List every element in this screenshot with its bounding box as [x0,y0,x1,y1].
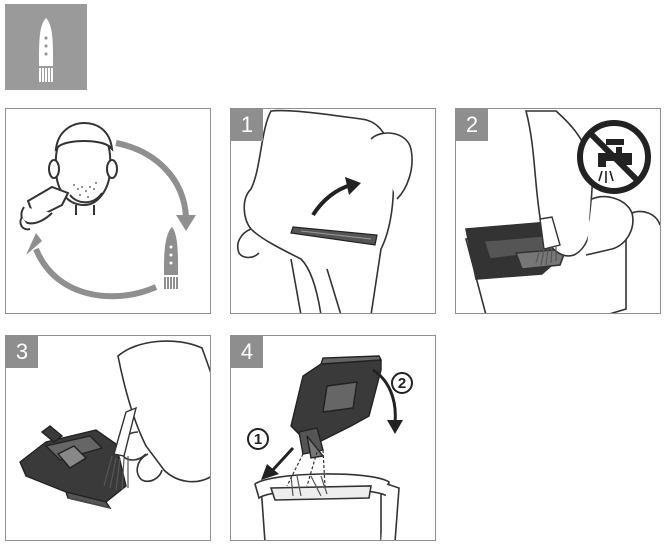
brush-tool-icon [290,226,378,246]
blade-icon [19,425,127,510]
header-icon-box [5,4,87,90]
step-number-badge: 2 [456,109,488,141]
arrow-icon [269,446,295,474]
panel-step-4: 4 1 2 [230,335,436,541]
panel-cycle [5,108,211,314]
brush-icon [103,406,138,491]
brush-icon [164,227,178,289]
trimmer-body-icon [254,473,400,540]
panel-step-3: 3 [5,335,211,541]
hand-icon [243,109,395,313]
panel-step-2: 2 [455,108,661,314]
brush-icon [535,216,561,266]
hand-trimmer-icon [19,185,70,231]
blade-attach-icon [290,355,383,459]
callout-1: 1 [247,428,269,450]
no-water-icon [577,120,651,194]
panel-step-1: 1 [230,108,436,314]
cleaning-brush-icon [39,18,53,82]
callout-2: 2 [391,372,413,394]
step-number-badge: 4 [231,336,263,368]
step-4-illustration [254,355,403,540]
cycle-illustration [19,121,196,300]
step-1-illustration [236,109,413,313]
arrow-icon [372,368,397,423]
step-2-illustration [464,110,660,313]
cycle-arrow-bottom [33,247,158,300]
cycle-arrow-top [115,140,189,218]
step-3-illustration [19,340,210,510]
step-number-badge: 1 [231,109,263,141]
face-shave-icon [48,121,118,215]
step-number-badge: 3 [6,336,38,368]
